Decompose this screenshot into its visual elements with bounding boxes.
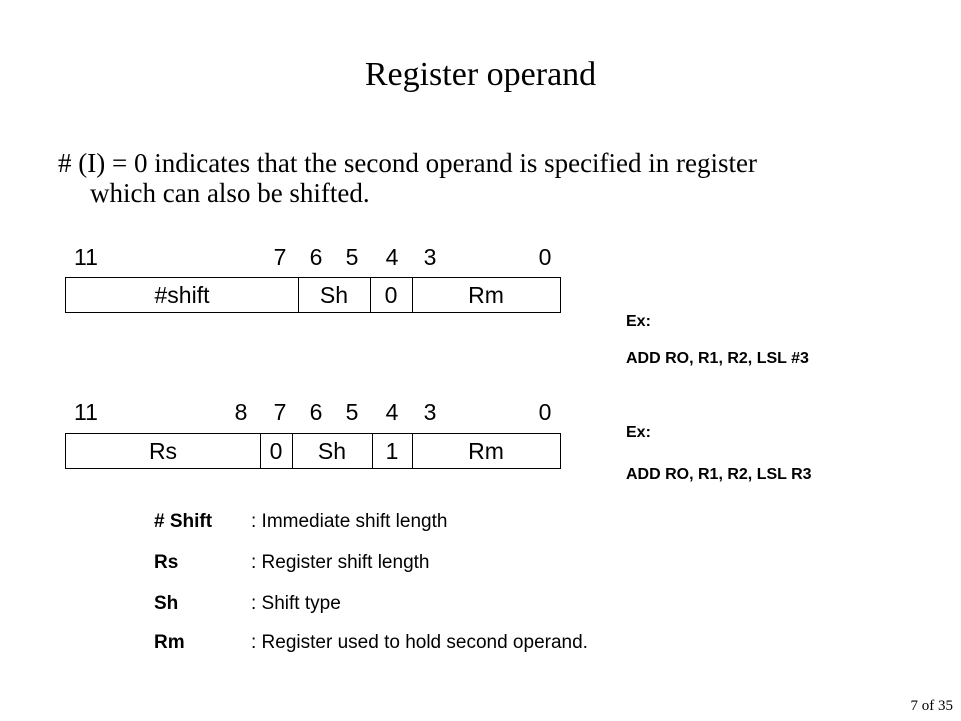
field-divider [412, 434, 413, 468]
legend-key: Rs [154, 552, 179, 573]
bit-number: 4 [385, 399, 399, 425]
bullet-line-1: # (I) = 0 indicates that the second oper… [58, 148, 757, 178]
bit-number: 7 [273, 244, 287, 270]
bullet-text: # (I) = 0 indicates that the second oper… [58, 148, 918, 208]
legend-key: Sh [154, 593, 179, 614]
example-code: ADD RO, R1, R2, LSL #3 [626, 350, 809, 367]
bit-number: 8 [234, 399, 248, 425]
bit-number: 5 [345, 244, 359, 270]
field-divider [260, 434, 261, 468]
bullet-line-2: which can also be shifted. [90, 178, 370, 208]
field-zero-bit: 0 [269, 437, 283, 464]
field-shift-amount: #shift [154, 281, 210, 308]
bit-number: 11 [74, 244, 98, 270]
bit-number: 11 [74, 399, 98, 425]
bit-number: 0 [538, 244, 552, 270]
legend-description: : Immediate shift length [251, 511, 448, 532]
legend-key: # Shift [154, 511, 213, 532]
bit-number: 5 [345, 399, 359, 425]
field-rm: Rm [468, 281, 504, 308]
field-divider [372, 434, 373, 468]
page-number: 7 of 35 [910, 698, 954, 714]
bit-number: 6 [309, 244, 323, 270]
instruction-field-box: Rs 0 Sh 1 Rm [65, 433, 561, 469]
field-sh: Sh [319, 281, 349, 308]
legend-description: : Shift type [251, 593, 341, 614]
field-rs: Rs [148, 437, 178, 464]
field-zero-bit: 0 [384, 281, 398, 308]
bit-number: 3 [423, 399, 437, 425]
field-divider [298, 278, 299, 312]
bit-number: 3 [423, 244, 437, 270]
field-sh: Sh [317, 437, 347, 464]
instruction-field-box: #shift Sh 0 Rm [65, 277, 561, 313]
field-divider [292, 434, 293, 468]
field-one-bit: 1 [385, 437, 399, 464]
example-code: ADD RO, R1, R2, LSL R3 [626, 466, 812, 483]
slide-title: Register operand [364, 56, 597, 93]
field-divider [412, 278, 413, 312]
bit-number: 7 [273, 399, 287, 425]
bit-number: 4 [385, 244, 399, 270]
field-divider [370, 278, 371, 312]
legend-key: Rm [154, 632, 185, 653]
field-rm: Rm [468, 437, 504, 464]
legend-description: : Register shift length [251, 552, 430, 573]
bit-number: 0 [538, 399, 552, 425]
bit-number: 6 [309, 399, 323, 425]
example-label: Ex: [626, 424, 651, 441]
example-label: Ex: [626, 313, 651, 330]
legend-description: : Register used to hold second operand. [251, 632, 588, 653]
